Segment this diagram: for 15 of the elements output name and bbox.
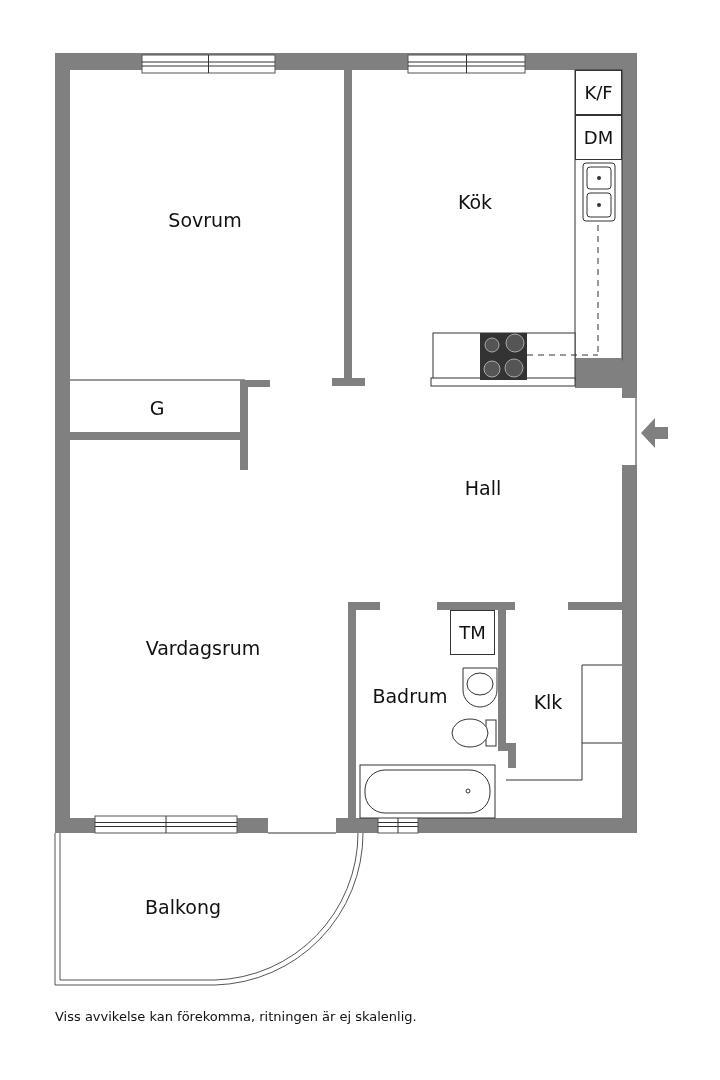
appliance-label: TM: [459, 622, 486, 643]
appliance-box: [575, 70, 622, 115]
appliance-box: [450, 610, 495, 655]
room-label: G: [149, 397, 165, 419]
caption: Viss avvikelse kan förekomma, ritningen är ej skalenlig.: [55, 1009, 417, 1024]
room-label: Klk: [533, 691, 563, 713]
appliance-label: DM: [583, 127, 614, 148]
appliance-box: [575, 115, 622, 160]
room-label: Sovrum: [168, 209, 242, 231]
room-label: Hall: [464, 477, 502, 499]
room-label: Kök: [457, 191, 493, 213]
room-label: Vardagsrum: [145, 637, 261, 659]
room-label: Badrum: [372, 685, 448, 707]
room-label: Balkong: [145, 896, 221, 918]
appliance-label: K/F: [584, 82, 613, 103]
